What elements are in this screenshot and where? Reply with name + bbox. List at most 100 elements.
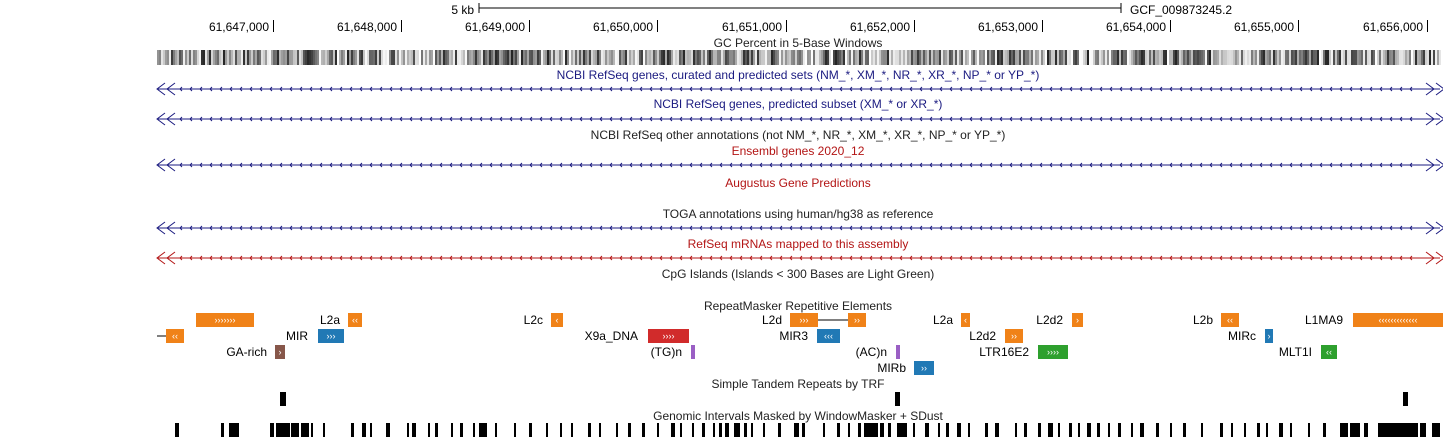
- windowmasker-feature[interactable]: [276, 423, 290, 437]
- windowmasker-feature[interactable]: [1244, 423, 1246, 437]
- repeat-feature-x9a-dna[interactable]: ››››: [648, 329, 689, 343]
- windowmasker-feature[interactable]: [514, 423, 516, 437]
- windowmasker-feature[interactable]: [351, 423, 354, 437]
- repeat-feature-ga-rich[interactable]: ›: [275, 345, 285, 359]
- windowmasker-feature[interactable]: [1038, 423, 1041, 437]
- windowmasker-feature[interactable]: [1069, 423, 1072, 437]
- windowmasker-feature[interactable]: [1350, 423, 1360, 437]
- windowmasker-feature[interactable]: [1364, 423, 1368, 437]
- windowmasker-feature[interactable]: [407, 423, 409, 437]
- windowmasker-feature[interactable]: [311, 423, 313, 437]
- windowmasker-feature[interactable]: [1048, 423, 1053, 437]
- windowmasker-feature[interactable]: [925, 423, 929, 437]
- windowmasker-feature[interactable]: [823, 423, 825, 437]
- windowmasker-feature[interactable]: [1097, 423, 1100, 437]
- repeat-feature-l2d-b[interactable]: ››: [848, 313, 866, 327]
- repeat-feature-l2d2[interactable]: ›: [1072, 313, 1083, 327]
- repeat-feature-l2b[interactable]: ‹‹: [1221, 313, 1239, 327]
- track-title-windowmasker[interactable]: Genomic Intervals Masked by WindowMasker…: [653, 409, 943, 423]
- windowmasker-feature[interactable]: [1058, 423, 1060, 437]
- repeat-feature-mir3[interactable]: ‹‹‹: [817, 329, 840, 343]
- track-title-refseq-other[interactable]: NCBI RefSeq other annotations (not NM_*,…: [590, 128, 1006, 142]
- trf-feature[interactable]: [280, 392, 286, 406]
- windowmasker-feature[interactable]: [1231, 423, 1233, 437]
- track-title-ensembl[interactable]: Ensembl genes 2020_12: [731, 144, 865, 158]
- windowmasker-feature[interactable]: [1201, 423, 1203, 437]
- windowmasker-feature[interactable]: [725, 423, 729, 437]
- windowmasker-feature[interactable]: [1156, 423, 1159, 437]
- windowmasker-feature[interactable]: [692, 423, 694, 437]
- repeat-feature-ltr16e2[interactable]: ››››: [1038, 345, 1068, 359]
- repeat-feature-ac-n[interactable]: [896, 345, 900, 359]
- windowmasker-feature[interactable]: [702, 423, 705, 437]
- windowmasker-feature[interactable]: [1131, 423, 1133, 437]
- windowmasker-feature[interactable]: [479, 423, 487, 437]
- repeat-feature-l2a-2[interactable]: ‹: [961, 313, 970, 327]
- windowmasker-feature[interactable]: [946, 423, 949, 437]
- windowmasker-feature[interactable]: [1266, 423, 1268, 437]
- windowmasker-feature[interactable]: [1420, 423, 1426, 437]
- windowmasker-feature[interactable]: [719, 423, 722, 437]
- windowmasker-feature[interactable]: [1378, 423, 1418, 437]
- windowmasker-feature[interactable]: [412, 423, 416, 437]
- windowmasker-feature[interactable]: [460, 423, 463, 437]
- windowmasker-feature[interactable]: [560, 423, 562, 437]
- windowmasker-feature[interactable]: [495, 423, 497, 437]
- windowmasker-feature[interactable]: [763, 423, 765, 437]
- windowmasker-feature[interactable]: [1170, 423, 1172, 437]
- ensembl-gene-line[interactable]: [156, 158, 1443, 172]
- repeat-feature-tg-n[interactable]: [691, 345, 695, 359]
- repeat-feature-mirc[interactable]: ›: [1265, 329, 1273, 343]
- windowmasker-feature[interactable]: [1340, 423, 1348, 437]
- windowmasker-feature[interactable]: [1279, 423, 1283, 437]
- windowmasker-feature[interactable]: [913, 423, 915, 437]
- track-title-trf[interactable]: Simple Tandem Repeats by TRF: [711, 377, 885, 391]
- windowmasker-feature[interactable]: [1108, 423, 1110, 437]
- windowmasker-feature[interactable]: [628, 423, 631, 437]
- windowmasker-feature[interactable]: [985, 423, 988, 437]
- trf-feature[interactable]: [895, 392, 900, 406]
- track-title-augustus[interactable]: Augustus Gene Predictions: [725, 176, 871, 190]
- windowmasker-feature[interactable]: [529, 423, 532, 437]
- repeat-feature-l2a[interactable]: ‹‹: [348, 313, 362, 327]
- windowmasker-feature[interactable]: [657, 423, 659, 437]
- refseq-predicted-gene-line[interactable]: [156, 112, 1443, 126]
- windowmasker-feature[interactable]: [221, 423, 224, 437]
- windowmasker-feature[interactable]: [848, 423, 850, 437]
- windowmasker-feature[interactable]: [837, 423, 840, 437]
- windowmasker-feature[interactable]: [301, 423, 309, 437]
- windowmasker-feature[interactable]: [270, 423, 274, 437]
- windowmasker-feature[interactable]: [864, 423, 878, 437]
- windowmasker-feature[interactable]: [473, 423, 475, 437]
- trf-feature[interactable]: [1403, 392, 1408, 406]
- track-title-refseq-all[interactable]: NCBI RefSeq genes, curated and predicted…: [556, 68, 1040, 82]
- windowmasker-feature[interactable]: [291, 423, 299, 437]
- windowmasker-feature[interactable]: [751, 423, 753, 437]
- repeat-feature-l2c[interactable]: ‹: [551, 313, 563, 327]
- repeat-feature-l2d2-2[interactable]: ››: [1005, 329, 1023, 343]
- windowmasker-feature[interactable]: [1432, 423, 1440, 437]
- windowmasker-feature[interactable]: [995, 423, 999, 437]
- windowmasker-feature[interactable]: [1183, 423, 1186, 437]
- track-title-refseq-mrna[interactable]: RefSeq mRNAs mapped to this assembly: [687, 237, 909, 251]
- windowmasker-feature[interactable]: [1140, 423, 1144, 437]
- repeat-feature-mirb[interactable]: ››: [914, 361, 934, 375]
- windowmasker-feature[interactable]: [1290, 423, 1292, 437]
- windowmasker-feature[interactable]: [671, 423, 675, 437]
- windowmasker-feature[interactable]: [1323, 423, 1326, 437]
- repeat-feature-l2d-a[interactable]: ›››: [790, 313, 818, 327]
- windowmasker-feature[interactable]: [713, 423, 715, 437]
- track-title-cpg-islands[interactable]: CpG Islands (Islands < 300 Bases are Lig…: [661, 267, 935, 281]
- windowmasker-feature[interactable]: [1024, 423, 1027, 437]
- windowmasker-feature[interactable]: [880, 423, 884, 437]
- windowmasker-feature[interactable]: [588, 423, 591, 437]
- repeat-feature-mir[interactable]: ›››: [318, 329, 344, 343]
- windowmasker-feature[interactable]: [571, 423, 573, 437]
- windowmasker-feature[interactable]: [1308, 423, 1310, 437]
- windowmasker-feature[interactable]: [428, 423, 430, 437]
- repeat-feature-l1ma9[interactable]: ‹‹‹‹‹‹‹‹‹‹‹‹‹: [1353, 313, 1443, 327]
- windowmasker-feature[interactable]: [897, 423, 907, 437]
- track-title-repeatmasker[interactable]: RepeatMasker Repetitive Elements: [703, 299, 893, 313]
- windowmasker-feature[interactable]: [1118, 423, 1121, 437]
